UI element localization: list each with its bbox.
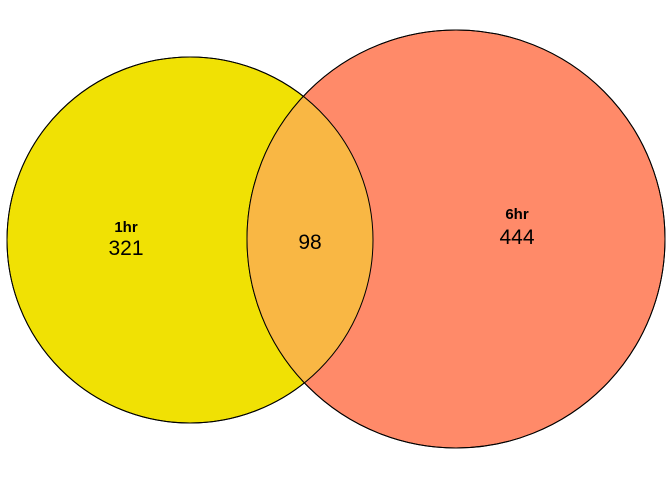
set-6hr-count: 444	[499, 226, 534, 249]
set-1hr-outline	[6, 56, 374, 424]
intersection-count: 98	[298, 231, 321, 254]
set-6hr-label: 6hr	[505, 206, 529, 223]
set-1hr-label: 1hr	[114, 219, 138, 236]
set-6hr-outline	[246, 29, 666, 449]
set-1hr-count: 321	[108, 237, 143, 260]
